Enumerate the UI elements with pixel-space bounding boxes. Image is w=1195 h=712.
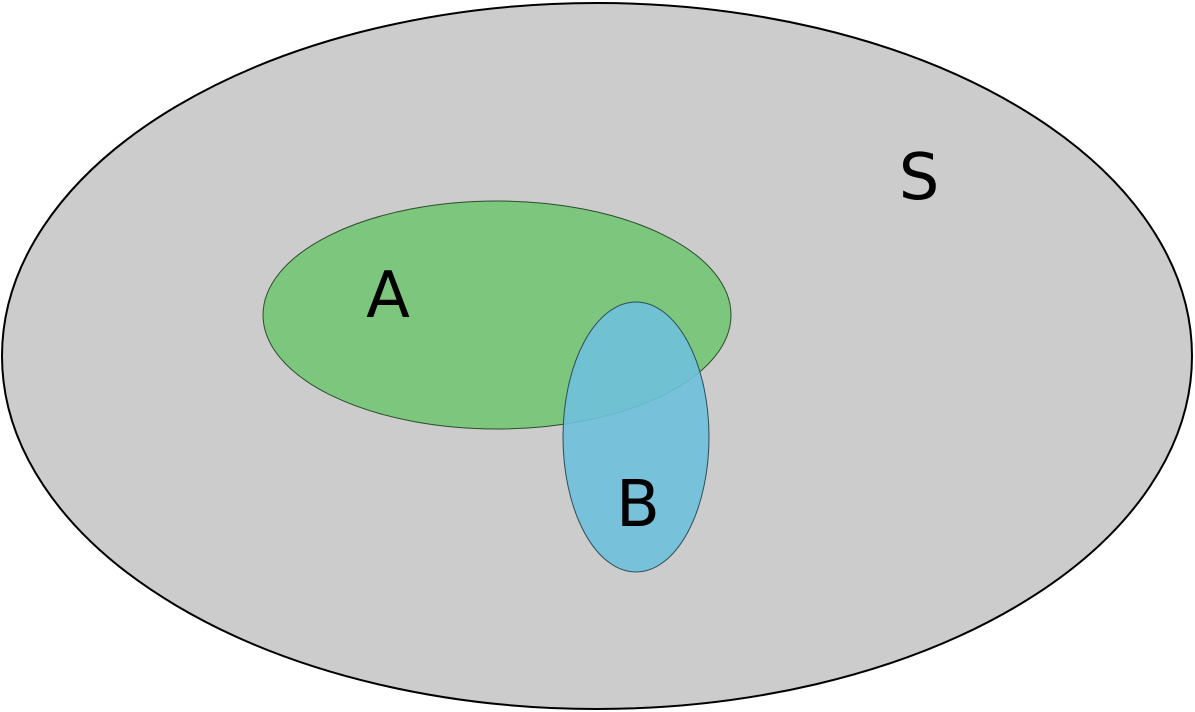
set-b-label: B <box>616 468 660 542</box>
set-b-ellipse <box>562 301 710 573</box>
set-s-label: S <box>899 141 940 215</box>
set-a-label: A <box>366 259 410 333</box>
